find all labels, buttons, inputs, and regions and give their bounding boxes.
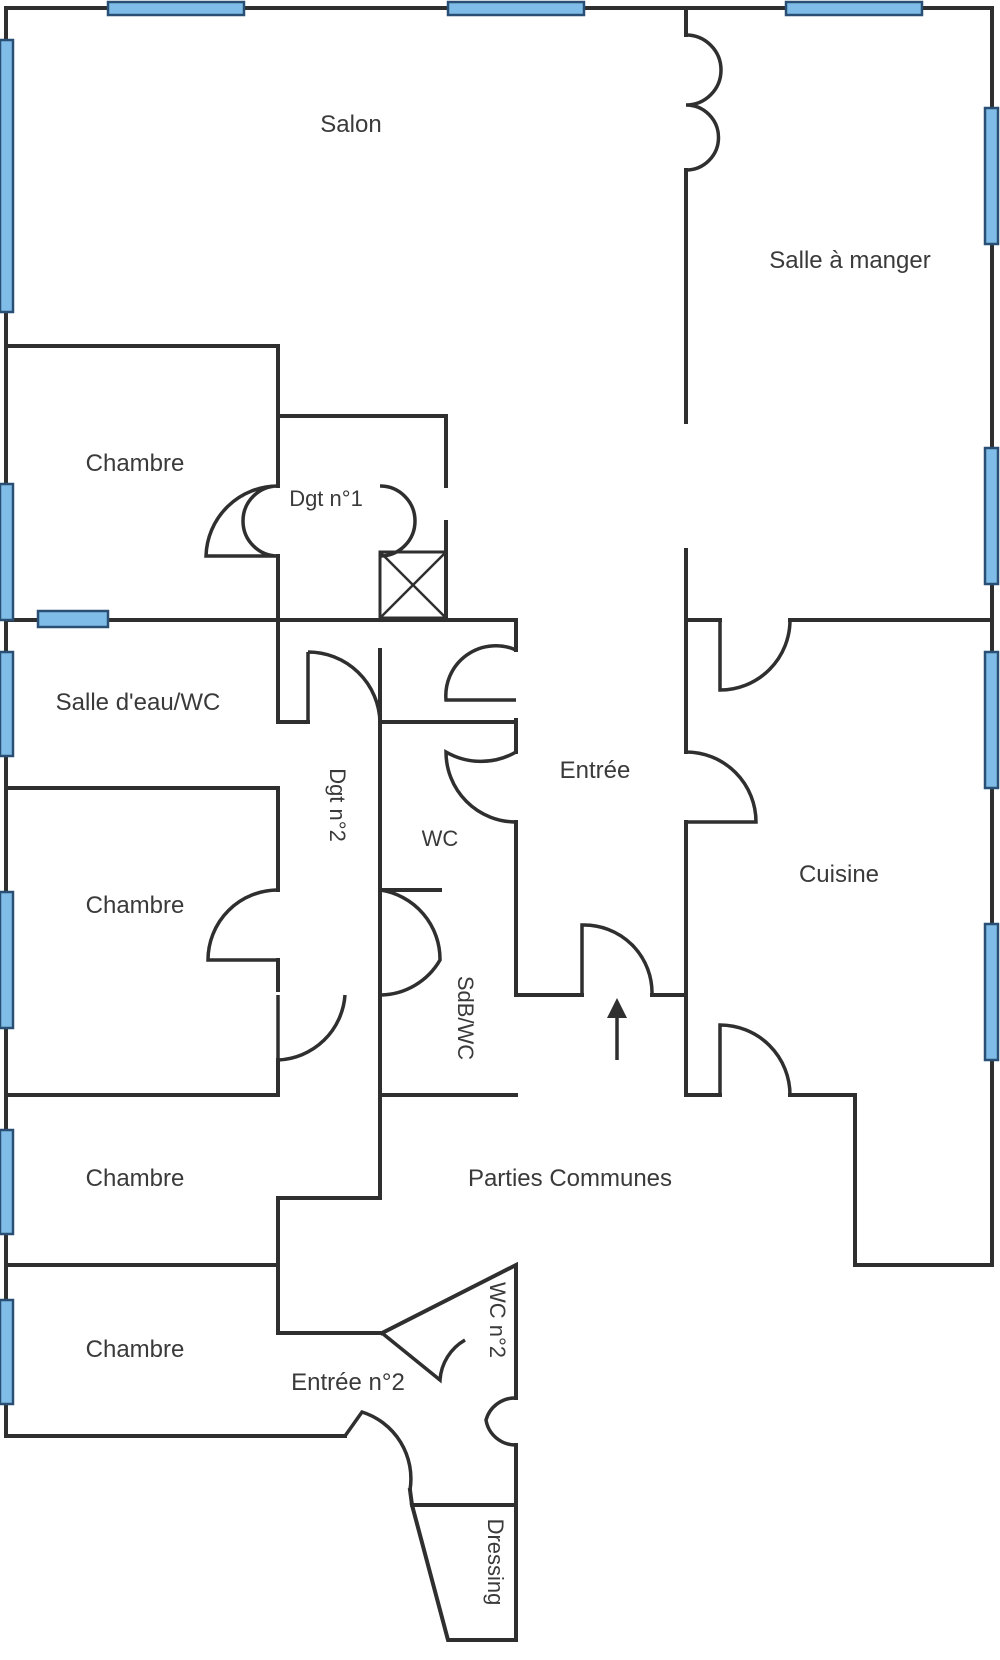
window bbox=[106, 0, 246, 17]
room-label-chambre-4: Chambre bbox=[86, 1336, 185, 1363]
window bbox=[983, 922, 1000, 1062]
window bbox=[983, 650, 1000, 790]
room-label-cuisine: Cuisine bbox=[799, 861, 879, 888]
room-label-dgt-1: Dgt n°1 bbox=[289, 486, 363, 511]
door bbox=[444, 620, 518, 702]
room-label-sdb-wc: SdB/WC bbox=[453, 976, 478, 1060]
windows bbox=[0, 0, 1000, 1406]
room-label-chambre-3: Chambre bbox=[86, 1165, 185, 1192]
door bbox=[484, 1396, 517, 1447]
window bbox=[0, 482, 15, 622]
room-label-salle-deau: Salle d'eau/WC bbox=[56, 689, 221, 716]
room-labels: Salon Salle à manger Chambre Dgt n°1 Sal… bbox=[56, 111, 931, 1605]
door bbox=[380, 1331, 466, 1384]
door bbox=[204, 484, 279, 558]
room-label-salle-a-manger: Salle à manger bbox=[769, 247, 930, 274]
room-label-chambre-1: Chambre bbox=[86, 450, 185, 477]
room-label-parties-communes: Parties Communes bbox=[468, 1165, 672, 1192]
window bbox=[784, 0, 924, 17]
window bbox=[0, 38, 15, 314]
entrance-arrow-icon bbox=[607, 998, 627, 1060]
elevator-shaft-icon bbox=[378, 550, 448, 620]
room-label-dressing: Dressing bbox=[483, 1519, 508, 1606]
door bbox=[580, 923, 654, 996]
door bbox=[685, 750, 758, 824]
doors bbox=[204, 33, 792, 1491]
door bbox=[718, 619, 792, 692]
window bbox=[0, 650, 15, 758]
room-label-wc-2: WC n°2 bbox=[485, 1282, 510, 1358]
window bbox=[36, 609, 110, 629]
door bbox=[718, 1023, 792, 1096]
window bbox=[983, 446, 1000, 586]
window bbox=[446, 0, 586, 17]
window bbox=[0, 1298, 15, 1406]
door bbox=[306, 650, 382, 723]
window bbox=[0, 890, 15, 1030]
door bbox=[276, 994, 347, 1062]
room-label-entree: Entrée bbox=[560, 757, 631, 784]
room-label-entree-2: Entrée n°2 bbox=[291, 1369, 405, 1396]
door bbox=[444, 748, 517, 824]
room-label-salon: Salon bbox=[320, 111, 381, 138]
door bbox=[685, 33, 723, 172]
door bbox=[343, 1409, 413, 1491]
room-label-chambre-2: Chambre bbox=[86, 892, 185, 919]
room-label-dgt-2: Dgt n°2 bbox=[325, 768, 350, 842]
door bbox=[379, 484, 417, 558]
door bbox=[379, 888, 442, 997]
window bbox=[983, 106, 1000, 246]
room-label-wc: WC bbox=[422, 826, 459, 851]
window bbox=[0, 1128, 15, 1236]
door bbox=[206, 888, 279, 962]
